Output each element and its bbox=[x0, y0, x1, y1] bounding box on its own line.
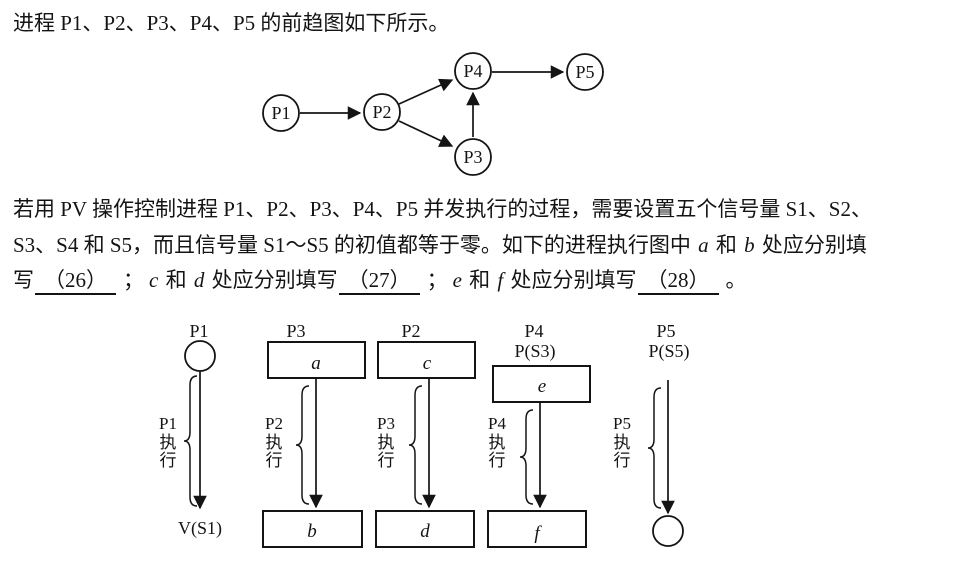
text-run: 。 bbox=[725, 268, 747, 292]
answer-blank-28: （28） bbox=[637, 268, 719, 295]
node-circle bbox=[566, 53, 604, 91]
var-b: b bbox=[744, 232, 755, 257]
op-box-c bbox=[377, 341, 476, 379]
node-p3: P3 bbox=[454, 138, 492, 176]
exec-diagram: P1 P1 执 行 V(S1) P3 a P2 执 行 b P2 c bbox=[159, 321, 690, 548]
end-circle bbox=[652, 515, 684, 547]
text-run: 处应分别填写 bbox=[505, 268, 637, 292]
text-run: 和 bbox=[710, 232, 743, 257]
node-label: P4 bbox=[463, 61, 482, 81]
node-circle bbox=[454, 52, 492, 90]
op-box-f bbox=[487, 510, 587, 548]
question-line-1: 若用 PV 操作控制进程 P1、P2、P3、P4、P5 并发执行的过程，需要设置… bbox=[13, 192, 963, 228]
precedence-edges bbox=[300, 65, 565, 147]
exec-label: 执 bbox=[266, 433, 283, 452]
exec-label: P5 bbox=[613, 414, 631, 433]
node-p5: P5 bbox=[566, 53, 604, 91]
lane-3: P2 c P3 执 行 d bbox=[375, 321, 476, 548]
node-p1: P1 bbox=[262, 94, 300, 132]
end-op-label: V(S1) bbox=[178, 518, 222, 539]
op-box-d bbox=[375, 510, 475, 548]
text-run: 若用 PV 操作控制进程 P1、P2、P3、P4、P5 并发执行的过程，需要设置… bbox=[13, 197, 872, 221]
text-run: 处应分别填 bbox=[756, 232, 867, 257]
op-box-e bbox=[492, 365, 591, 403]
exec-label: 行 bbox=[160, 451, 177, 470]
lane-2: P3 a P2 执 行 b bbox=[262, 321, 366, 548]
lane-header: P5 bbox=[656, 321, 675, 341]
exec-label: 行 bbox=[266, 451, 283, 470]
op-box-label: d bbox=[420, 521, 430, 542]
exec-brace bbox=[183, 375, 198, 507]
var-c: c bbox=[149, 268, 159, 292]
exec-brace bbox=[647, 387, 662, 509]
text-run: 和 bbox=[160, 268, 192, 292]
question-line-2: S3、S4 和 S5，而且信号量 S1～S5 的初值都等于零。如下的进程执行图中… bbox=[13, 228, 963, 264]
text-run: 处应分别填写 bbox=[206, 268, 338, 292]
text-run: 和 bbox=[463, 268, 496, 292]
exec-label: 执 bbox=[489, 433, 506, 452]
lane-4: P4 P(S3) e P4 执 行 f bbox=[487, 321, 591, 548]
exec-label: P1 bbox=[159, 414, 177, 433]
lane-5: P5 P(S5) P5 执 行 bbox=[613, 321, 690, 547]
op-box-label: a bbox=[311, 353, 321, 374]
lane-p1: P1 P1 执 行 V(S1) bbox=[159, 321, 222, 539]
lane-header-sub: P(S5) bbox=[648, 341, 689, 362]
exec-brace bbox=[519, 409, 534, 505]
op-box-label: b bbox=[307, 521, 317, 542]
node-p2: P2 bbox=[363, 93, 401, 131]
lane-header-sub: P(S3) bbox=[514, 341, 555, 362]
var-a: a bbox=[698, 232, 709, 257]
exec-label: 行 bbox=[614, 451, 631, 470]
question-paragraph: 若用 PV 操作控制进程 P1、P2、P3、P4、P5 并发执行的过程，需要设置… bbox=[13, 192, 963, 299]
text-run: S3、S4 和 S5，而且信号量 S1～S5 的初值都等于零。如下的进程执行图中 bbox=[13, 232, 697, 257]
var-d: d bbox=[193, 268, 205, 292]
var-e: e bbox=[452, 268, 462, 292]
var-f: f bbox=[497, 268, 504, 292]
exec-label: 行 bbox=[378, 451, 395, 470]
op-box-label: c bbox=[423, 353, 432, 374]
exec-label: 执 bbox=[378, 433, 395, 452]
separator: ； bbox=[426, 268, 448, 292]
exec-label: 执 bbox=[160, 433, 177, 452]
question-line-3: 写（26）；c 和 d 处应分别填写（27）；e 和 f 处应分别填写（28）。 bbox=[13, 263, 963, 299]
node-label: P1 bbox=[271, 103, 290, 123]
exec-brace bbox=[408, 385, 423, 505]
node-circle bbox=[262, 94, 300, 132]
intro-paragraph: 进程 P1、P2、P3、P4、P5 的前趋图如下所示。 bbox=[13, 11, 450, 35]
lane-header: P4 bbox=[524, 321, 543, 341]
exec-label: P2 bbox=[265, 414, 283, 433]
exec-label: P3 bbox=[377, 414, 395, 433]
answer-blank-26: （26） bbox=[35, 268, 116, 295]
text-run: 写 bbox=[13, 268, 34, 292]
precedence-graph: P1 P2 P3 P4 P5 bbox=[262, 52, 604, 176]
node-circle bbox=[363, 93, 401, 131]
node-label: P2 bbox=[372, 102, 391, 122]
separator: ； bbox=[123, 268, 144, 292]
op-box-label: e bbox=[538, 376, 546, 397]
op-box-b bbox=[262, 510, 363, 548]
exec-label: 行 bbox=[489, 451, 506, 470]
node-label: P5 bbox=[575, 62, 594, 82]
start-circle bbox=[184, 340, 216, 372]
edge-p2-p3 bbox=[398, 120, 454, 147]
lane-header: P1 bbox=[189, 321, 208, 341]
node-circle bbox=[454, 138, 492, 176]
op-box-label: f bbox=[534, 523, 542, 544]
exec-label: P4 bbox=[488, 414, 506, 433]
lane-header: P2 bbox=[401, 321, 420, 341]
node-label: P3 bbox=[463, 147, 482, 167]
lane-header: P3 bbox=[286, 321, 305, 341]
node-p4: P4 bbox=[454, 52, 492, 90]
exec-label: 执 bbox=[614, 433, 631, 452]
answer-blank-27: （27） bbox=[338, 268, 420, 295]
edge-p2-p4 bbox=[398, 78, 454, 105]
exec-brace bbox=[295, 385, 310, 505]
